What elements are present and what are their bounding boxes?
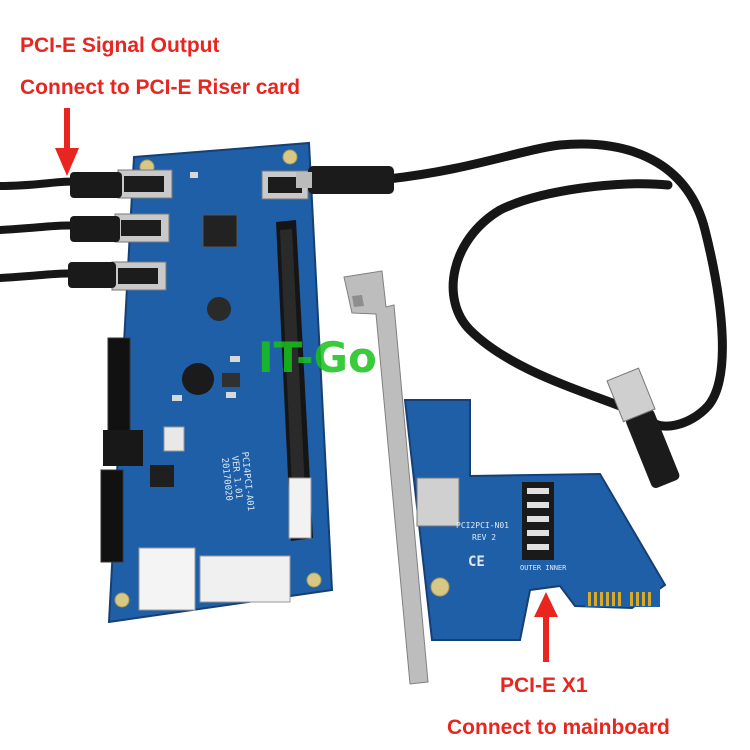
usb-plug (296, 166, 394, 194)
pcie-x1-caption: PCI-E X1 (500, 674, 588, 697)
ce-mark: CE (468, 554, 485, 570)
metal-bracket (343, 270, 429, 685)
riser-connection-caption: Connect to PCI-E Riser card (20, 76, 301, 99)
adapter-card: PCI2PCI-N01 REV 2 OUTER INNER CE (403, 399, 667, 641)
arrow-up-icon (534, 592, 558, 662)
board-version-label: VER 1.01 (229, 455, 243, 499)
expansion-board: PCI4PCI-A01 VER 1.01 20170020 (100, 141, 334, 624)
mainboard-connection-caption: Connect to mainboard (447, 716, 670, 739)
adapter-model-label: PCI2PCI-N01 (456, 521, 509, 530)
usb-ports (111, 169, 309, 291)
pcie-usb-cable (383, 139, 727, 431)
adapter-rev-label: REV 2 (472, 533, 496, 542)
adapter-port-label: OUTER INNER (520, 564, 567, 572)
arrow-down-icon (55, 108, 79, 176)
board-date-label: 20170020 (219, 457, 233, 501)
signal-output-caption: PCI-E Signal Output (20, 34, 220, 57)
brand-watermark: IT-Go (258, 333, 377, 382)
usb-plug (606, 367, 680, 489)
usb-cables (0, 177, 84, 282)
